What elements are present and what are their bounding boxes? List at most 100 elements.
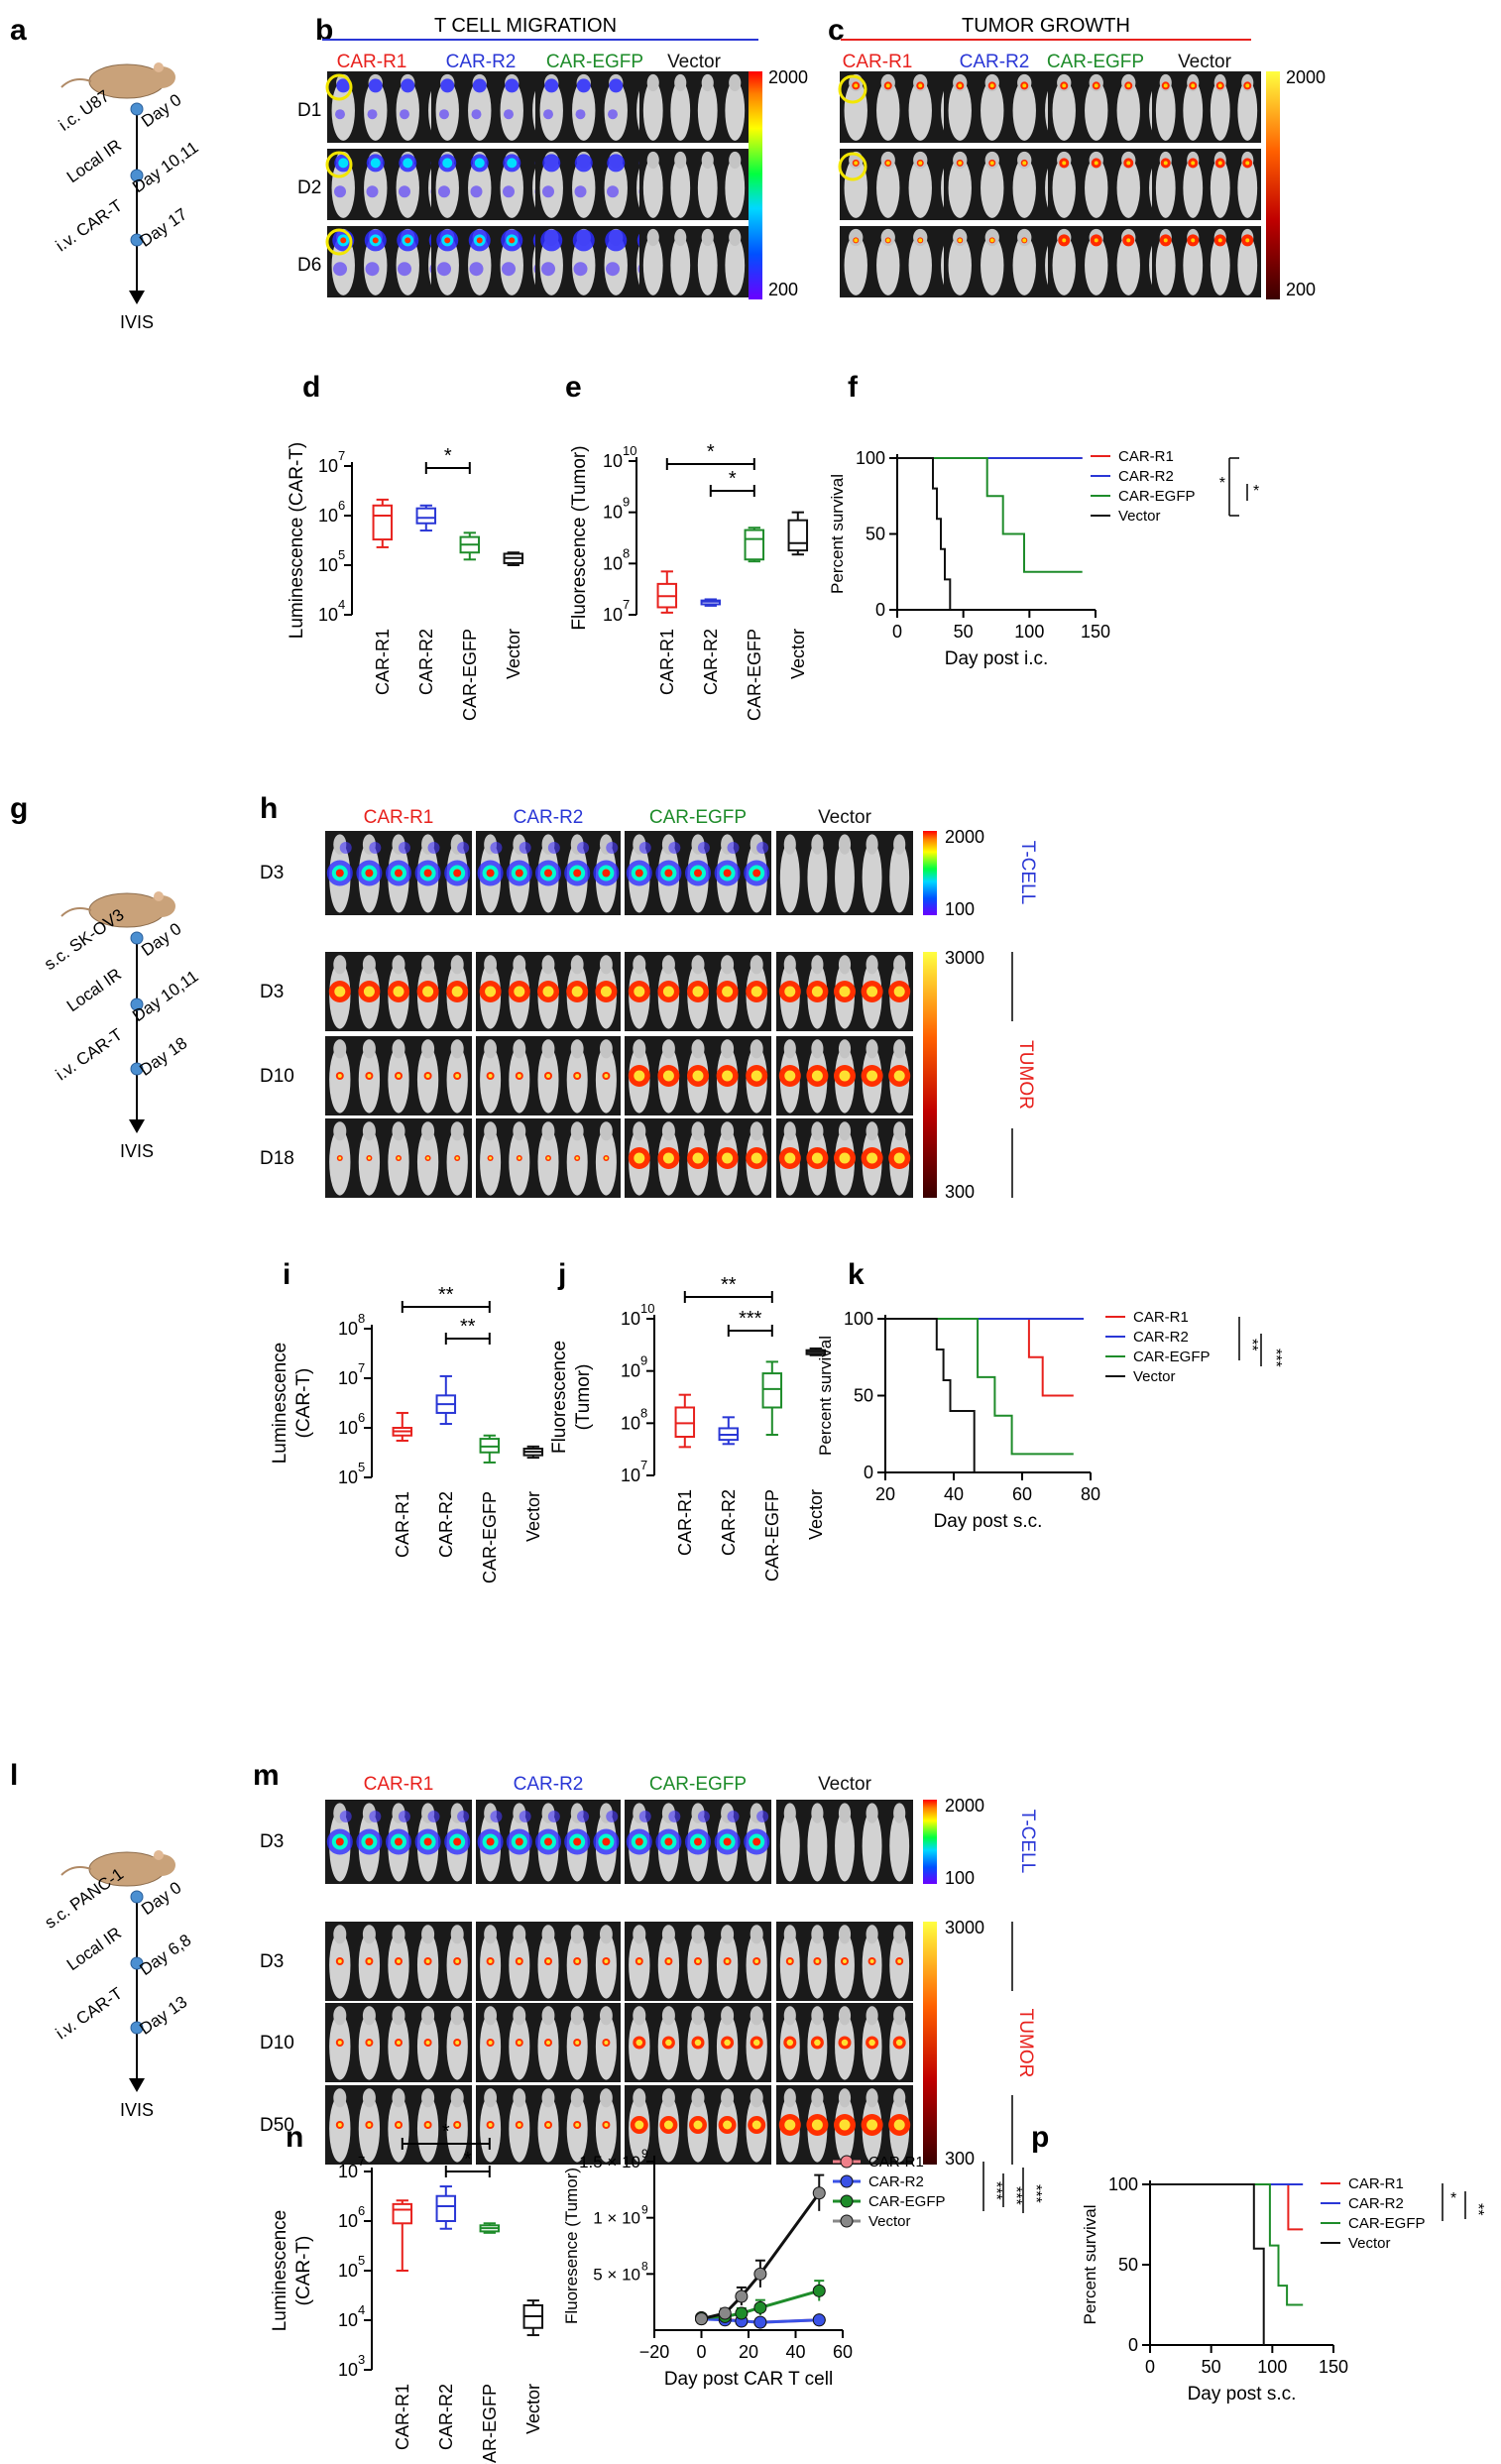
data-point-Vector [695, 2312, 708, 2326]
signal-spot [634, 1070, 645, 1082]
mouse-head-image [570, 1121, 584, 1141]
timeline-injection: i.c. U87 [56, 86, 113, 135]
box-iqr [415, 507, 437, 525]
signal-spot [453, 1837, 462, 1846]
legend-label: CAR-EGFP [1118, 488, 1196, 505]
group-header: CAR-R1 [843, 52, 913, 72]
box-iqr [372, 504, 394, 541]
signal-spot [989, 83, 994, 88]
mouse-image [1183, 158, 1204, 218]
survival-line-CAR-EGFP [897, 457, 1083, 573]
y-tick-exponent: 7 [640, 1458, 647, 1472]
y-tick-label: 10 [621, 1309, 640, 1329]
survival-line-Vector [897, 457, 952, 610]
mouse-strip [476, 831, 621, 915]
y-tick-label: 100 [856, 448, 885, 468]
signal-spot [337, 1074, 342, 1078]
mouse-head-image [811, 2088, 824, 2108]
group-header: CAR-R2 [514, 1774, 584, 1795]
signal-spot [367, 109, 378, 120]
data-point-CAR-R2 [812, 2313, 826, 2327]
row-label: D6 [297, 255, 321, 276]
signal-spot [427, 1811, 440, 1822]
x-tick-label: 50 [954, 622, 974, 642]
mouse-image [1116, 158, 1140, 218]
timeline-arrow-icon [129, 2078, 145, 2092]
x-category-label: CAR-R2 [436, 2384, 456, 2450]
timeline-day2: Day 17 [136, 204, 190, 250]
mouse-head-image [541, 2088, 555, 2108]
legend-marker [840, 2214, 854, 2228]
mouse-head-image [721, 1925, 735, 1944]
roi-circle [838, 74, 867, 104]
signal-spot [1094, 161, 1098, 166]
signal-spot [609, 78, 624, 93]
mouse-head-image [421, 1925, 435, 1944]
mouse-strip [625, 1922, 771, 2001]
box-CAR-R2 [435, 1374, 457, 1426]
legend-label: CAR-R1 [1348, 2175, 1404, 2192]
signal-spot [367, 1074, 372, 1078]
group-header: Vector [1178, 52, 1232, 72]
mouse-strip [325, 1118, 472, 1198]
y-axis-label: Percent survival [828, 474, 847, 594]
signal-spot [489, 1156, 493, 1160]
y-tick-label: 0 [875, 600, 885, 620]
mouse-head-image [838, 1121, 852, 1141]
group-header: CAR-R2 [960, 52, 1030, 72]
signal-spot [636, 1959, 641, 1963]
panel-letter-p: p [1031, 2121, 1049, 2154]
legend-marker [840, 2155, 854, 2169]
signal-spot [573, 262, 588, 277]
mouse-head-image [838, 2088, 852, 2108]
signal-spot [397, 2123, 401, 2127]
box-plot-n: 107106105104103Luminescence(CAR-T)CAR-R1… [270, 2121, 544, 2464]
mouse-head-image [783, 1039, 796, 1059]
row-label: D3 [260, 1831, 284, 1852]
mouse-head-image [783, 2006, 796, 2026]
mouse-image [509, 2095, 530, 2163]
signal-spot [363, 986, 375, 997]
data-point-CAR-EGFP [812, 2284, 826, 2297]
y-tick-exponent: 6 [338, 498, 345, 513]
signal-spot [337, 2041, 342, 2045]
signal-spot [668, 1811, 681, 1822]
mouse-image [1155, 158, 1176, 218]
mouse-strip [476, 1922, 621, 2001]
significance-stars: *** [1007, 2186, 1024, 2205]
box-CAR-EGFP [479, 2222, 501, 2234]
signal-spot [1245, 238, 1250, 243]
mouse-strip [476, 1036, 621, 1115]
signal-spot [787, 1959, 792, 1963]
x-tick-label: 40 [785, 2342, 805, 2362]
signal-spot [365, 262, 380, 277]
panel-letter-f: f [848, 371, 859, 404]
signal-spot [576, 78, 591, 93]
y-tick-label: 10 [338, 1418, 358, 1438]
signal-spot [1245, 83, 1250, 88]
mouse-head-image [333, 1121, 347, 1141]
mouse-image [1155, 235, 1176, 295]
signal-spot [486, 869, 495, 878]
mouse-head-image [811, 834, 824, 855]
mouse-image [835, 1811, 855, 1882]
signal-spot [754, 1959, 759, 1963]
x-category-label: CAR-EGFP [762, 1489, 782, 1582]
signal-spot [400, 109, 409, 120]
signal-spot [750, 1152, 762, 1164]
signal-spot [444, 237, 451, 244]
signal-spot [727, 1811, 740, 1822]
signal-spot [854, 238, 859, 243]
x-axis-label: Day post CAR T cell [664, 2369, 833, 2390]
mouse-head-image [633, 1039, 646, 1059]
group-header: CAR-EGFP [546, 52, 643, 72]
signal-spot [723, 869, 732, 878]
mouse-head-image [484, 955, 498, 975]
box-iqr [761, 1372, 783, 1409]
mouse-head-image [721, 955, 735, 975]
colorbar-min: 100 [945, 1868, 975, 1888]
y-tick-label: 10 [603, 605, 623, 625]
panel-letter-j: j [557, 1258, 566, 1291]
signal-spot [514, 986, 525, 997]
